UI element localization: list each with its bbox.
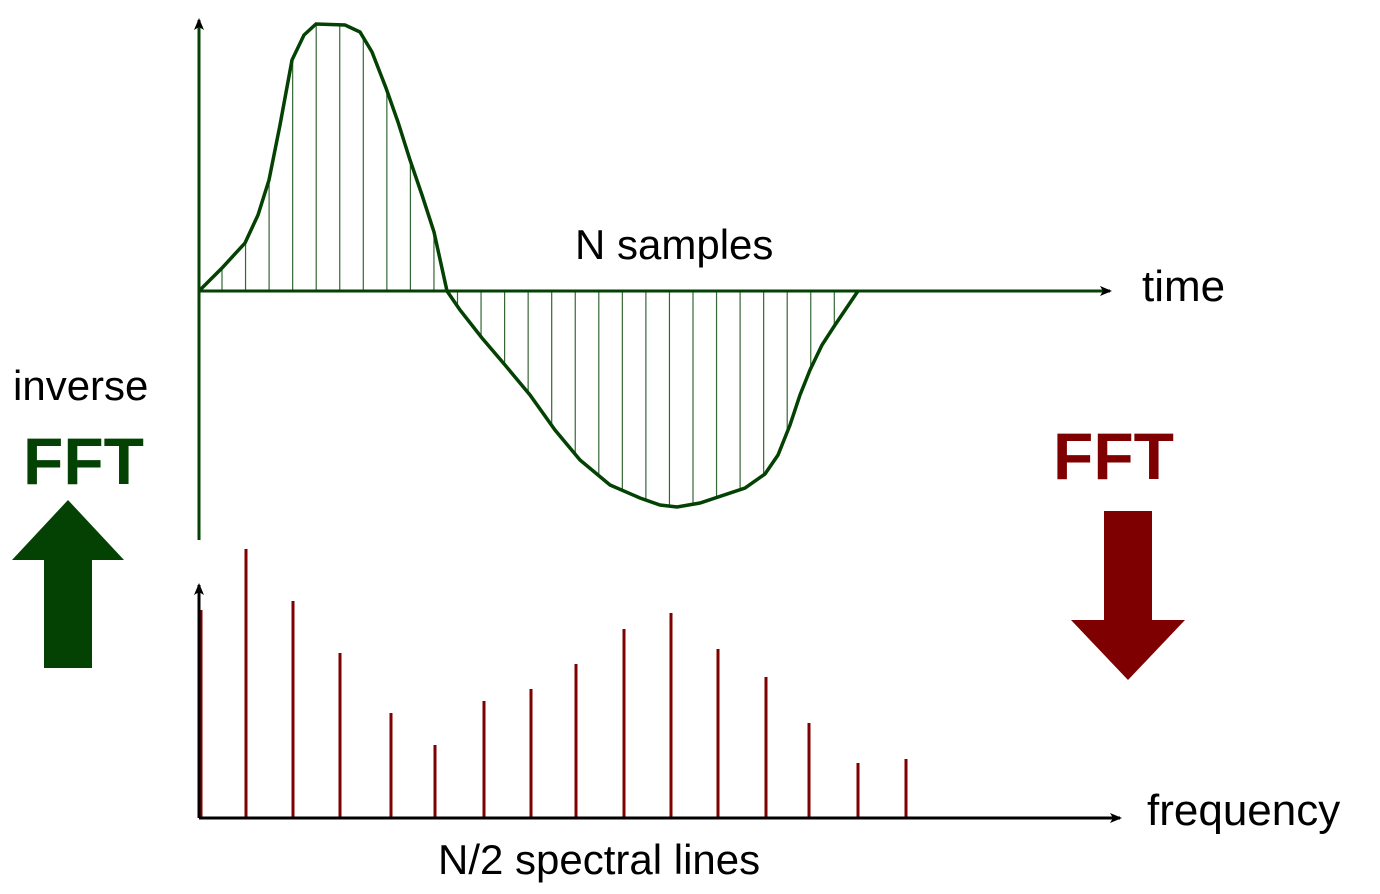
- time-signal-curve: [197, 22, 860, 509]
- inverse-fft-label: FFT: [23, 424, 144, 498]
- n-samples-label: N samples: [575, 221, 773, 268]
- inverse-fft-up-arrow-icon: [12, 500, 124, 668]
- time-axis-label: time: [1142, 262, 1225, 311]
- sample-lines: [221, 24, 859, 507]
- frequency-axis-label: frequency: [1147, 786, 1340, 835]
- fft-down-arrow-icon: [1071, 511, 1185, 680]
- spectral-lines-label: N/2 spectral lines: [438, 836, 760, 883]
- fft-label: FFT: [1053, 419, 1174, 493]
- inverse-label: inverse: [13, 362, 148, 409]
- spectral-lines: [199, 549, 908, 818]
